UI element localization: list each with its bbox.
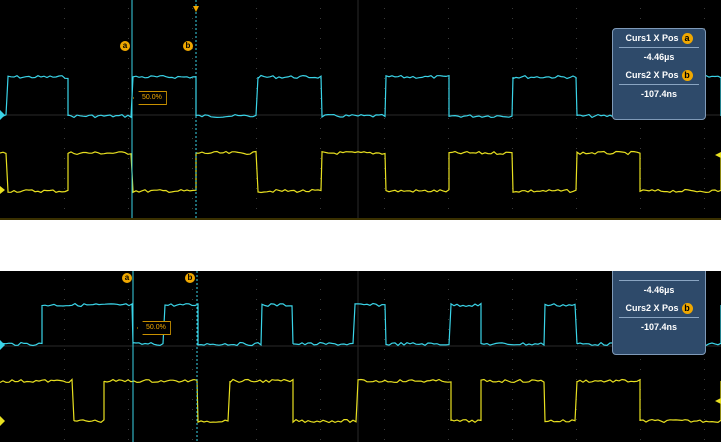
cursor-a-badge[interactable]: a <box>122 273 132 283</box>
divider <box>619 84 699 85</box>
divider <box>619 280 699 281</box>
trigger-level-marker[interactable] <box>715 152 721 158</box>
waveform-display-top <box>0 0 721 218</box>
trigger-position-marker[interactable] <box>193 6 199 12</box>
cursor-b-badge[interactable]: b <box>185 273 195 283</box>
curs1-value: -4.46µs <box>643 52 675 62</box>
cursor-a-badge[interactable]: a <box>120 41 130 51</box>
channel-1-ground-marker[interactable] <box>0 340 5 350</box>
trigger-level-marker[interactable] <box>715 398 721 404</box>
waveform-display-bottom <box>0 271 721 442</box>
cursor-b-icon: b <box>681 302 693 314</box>
curs1-value: -4.46µs <box>643 285 675 295</box>
channel-2-ground-marker[interactable] <box>0 186 5 194</box>
cursor-b-icon: b <box>681 69 693 81</box>
graticule-grid <box>0 271 721 442</box>
curs1-label: Curs1 X Pos <box>625 33 679 43</box>
curs2-label: Curs2 X Pos <box>625 303 679 313</box>
curs2-value: -107.4ns <box>640 89 678 99</box>
channel-1-trace <box>0 74 721 119</box>
threshold-percent-label: 50.0% <box>133 91 167 105</box>
curs2-value: -107.4ns <box>640 322 678 332</box>
cursor-a-icon: a <box>681 32 693 44</box>
curs2-label: Curs2 X Pos <box>625 70 679 80</box>
threshold-percent-label: 50.0% <box>137 321 171 335</box>
divider <box>619 47 699 48</box>
channel-1-ground-marker[interactable] <box>0 110 5 120</box>
channel-2-trace <box>0 378 721 424</box>
cursor-b-badge[interactable]: b <box>183 41 193 51</box>
channel-2-ground-marker[interactable] <box>0 416 5 426</box>
channel-1-trace <box>0 302 721 347</box>
divider <box>619 317 699 318</box>
channel-2-trace <box>0 150 721 194</box>
